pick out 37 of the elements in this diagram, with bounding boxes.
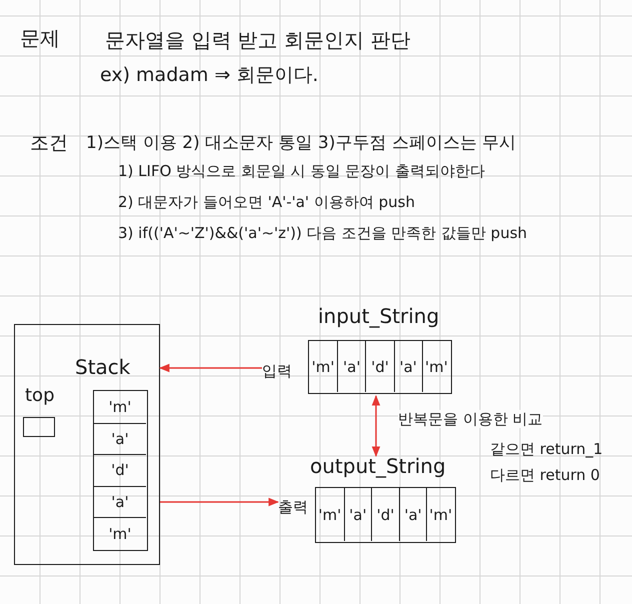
array-cell: 'm' [309, 341, 338, 392]
condition-text: 1)스택 이용 2) 대소문자 통일 3)구두점 스페이스는 무시 [86, 133, 516, 154]
stack-label: Stack [75, 355, 130, 379]
array-cell: 'm' [426, 488, 454, 541]
example-text: ex) madam ⇒ 회문이다. [100, 64, 318, 87]
stack-cell: 'm' [94, 391, 146, 423]
note-text: 다르면 return 0 [490, 466, 600, 484]
heading-label: 조건 [30, 132, 68, 155]
arrow [372, 394, 380, 458]
array-caption: 출력 [278, 498, 308, 516]
stack-cell: 'a' [94, 486, 146, 518]
array-label: input_String [318, 304, 440, 328]
arrow [158, 364, 262, 372]
array-caption: 입력 [262, 362, 292, 380]
stack-box [14, 324, 160, 565]
stack-cell: 'm' [94, 517, 146, 549]
array-cell: 'a' [394, 341, 422, 392]
arrow [160, 498, 280, 506]
heading-label: 문제 [20, 26, 60, 50]
note-text: 3) if(('A'~'Z')&&('a'~'z')) 다음 조건을 만족한 값들만 push [118, 224, 528, 242]
note-text: 같으면 return_1 [490, 440, 603, 458]
stack-column [93, 390, 148, 551]
array-cell: 'a' [337, 341, 366, 392]
array-cell: 'd' [365, 341, 394, 392]
edge-label: 반복문을 이용한 비교 [398, 410, 543, 428]
note-text: 2) 대문자가 들어오면 'A'-'a' 이용하여 push [118, 193, 415, 211]
array-cell: 'm' [422, 341, 450, 392]
array-label: output_String [310, 454, 446, 478]
problem-text: 문자열을 입력 받고 회문인지 판단 [105, 28, 410, 52]
stack-cell: 'd' [94, 454, 146, 486]
top-label: top [25, 385, 54, 407]
array-cell: 'd' [371, 488, 399, 541]
stack-cell: 'a' [94, 422, 146, 454]
array-cell: 'm' [316, 488, 344, 541]
note-text: 1) LIFO 방식으로 회문일 시 동일 문장이 출력되야한다 [118, 162, 485, 180]
array-cell: 'a' [398, 488, 426, 541]
array-cell: 'a' [344, 488, 372, 541]
